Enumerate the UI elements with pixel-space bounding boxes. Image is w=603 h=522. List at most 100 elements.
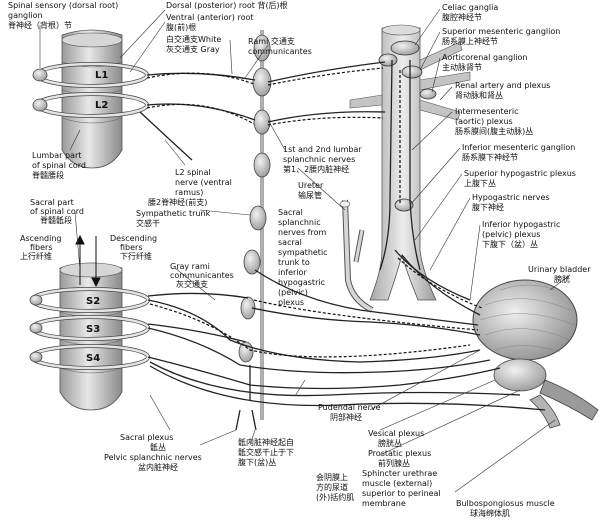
lumbar-spinal-cord xyxy=(61,29,123,169)
label-intermesenteric-zh: 肠系膜间(腹主动脉)丛 xyxy=(455,126,533,136)
label-celiac: Celiac ganglia xyxy=(442,3,498,12)
label-sup-mes: Superior mesenteric ganglion xyxy=(442,27,560,36)
label-sphincter-zh-1: 方的尿道 xyxy=(316,482,348,492)
label-aorticorenal-zh: 主动脉肾节 xyxy=(442,62,482,72)
label-splanchnic-12-zh: 第1、2腰内脏神经 xyxy=(283,164,349,174)
label-sacral-splanchnic-5: trunk to xyxy=(278,258,310,267)
label-sphincter-4: membrane xyxy=(362,499,406,508)
label-spinal-sensory: Spinal sensory (dorsal root) xyxy=(8,1,118,10)
label-ascending-2: fibers xyxy=(30,243,53,252)
label-sacral-splanchnic-1: splanchnic xyxy=(278,218,321,227)
ureter xyxy=(339,199,374,313)
sacral-spinal-cord xyxy=(59,262,123,411)
label-pelvic-splanchnic: Pelvic splanchnic nerves xyxy=(104,453,202,462)
label-s4: S4 xyxy=(86,353,100,364)
label-inf-mes-zh: 肠系膜下神经节 xyxy=(462,152,518,162)
label-bladder-zh: 膀胱 xyxy=(554,274,570,284)
label-sphincter-zh-2: (外)括约肌 xyxy=(316,492,354,502)
label-inf-mes: Inferior mesenteric ganglion xyxy=(462,143,575,152)
label-s2: S2 xyxy=(86,296,100,307)
label-inf-hypo: Inferior hypogastric xyxy=(482,220,560,229)
label-sacral-note-0: 骶内脏神经起自 xyxy=(238,437,294,447)
label-pudendal-zh: 阴部神经 xyxy=(330,412,362,422)
label-sacral-plexus: Sacral plexus xyxy=(120,433,173,442)
label-sacral-part-2: of spinal cord xyxy=(30,207,84,216)
label-bladder: Urinary bladder xyxy=(528,265,591,274)
label-inf-hypo-2: (pelvic) plexus xyxy=(482,230,540,239)
label-l2-spinal-3: ramus) xyxy=(175,188,203,197)
label-pelvic-splanchnic-zh: 盆内脏神经 xyxy=(138,462,178,472)
text-labels: Spinal sensory (dorsal root) ganglion 脊神… xyxy=(8,0,591,518)
label-ganglion: ganglion xyxy=(8,11,43,20)
label-splanchnic-12: 1st and 2nd lumbar xyxy=(283,145,362,154)
label-ventral-root-zh: 腹(前)根 xyxy=(166,22,196,32)
label-sacral-note-2: 腹下(盆)丛 xyxy=(238,457,276,467)
label-sacral-splanchnic-3: sacral xyxy=(278,238,302,247)
label-sphincter: Sphincter urethrae xyxy=(362,469,437,478)
label-sacral-note-1: 骶交感干止于下 xyxy=(238,447,294,457)
label-inf-hypo-zh: 下腹下（盆）丛 xyxy=(482,239,538,249)
label-s3: S3 xyxy=(86,324,100,335)
label-sup-mes-zh: 肠系膜上神经节 xyxy=(442,36,498,46)
leader-lines xyxy=(39,8,571,493)
urinary-bladder xyxy=(472,279,599,429)
label-bulbo: Bulbospongiosus muscle xyxy=(456,499,555,508)
label-ureter-zh: 输尿管 xyxy=(298,190,322,200)
label-ascending: Ascending xyxy=(20,234,61,243)
nerve-pathways xyxy=(139,59,546,431)
label-aorticorenal: Aorticorenal ganglion xyxy=(442,53,527,62)
label-sacral-part-zh: 脊髓骶段 xyxy=(40,215,72,225)
label-prostatic: Prostatic plexus xyxy=(368,449,431,458)
label-sacral-splanchnic-0: Sacral xyxy=(278,208,303,217)
label-l1: L1 xyxy=(95,70,108,81)
label-sacral-splanchnic-7: hypogastric xyxy=(278,278,325,287)
label-sacral-plexus-zh: 骶丛 xyxy=(150,442,166,452)
label-intermesenteric-2: (aortic) plexus xyxy=(455,117,513,126)
label-communicantes: communicantes xyxy=(248,47,312,56)
label-pudendal: Pudendal nerve xyxy=(318,403,381,412)
label-descending-zh: 下行纤维 xyxy=(120,251,152,261)
label-vesical-zh: 膀胱丛 xyxy=(378,438,402,448)
label-celiac-zh: 腹腔神经节 xyxy=(442,12,482,22)
label-gray-rami-zh: 灰交通支 xyxy=(176,279,208,289)
fiber-arrows xyxy=(75,234,101,288)
label-bulbo-zh: 球海绵体肌 xyxy=(470,508,510,518)
label-sympathetic-trunk: Sympathetic trunk xyxy=(136,209,211,218)
label-sacral-splanchnic-6: inferior xyxy=(278,268,307,277)
label-splanchnic-12b: splanchnic nerves xyxy=(283,155,355,164)
label-hypo-nerves-zh: 腹下神经 xyxy=(472,202,504,212)
label-spinal-sensory-zh: 脊神经（背根）节 xyxy=(8,20,72,30)
label-sup-hypo-zh: 上腹下丛 xyxy=(464,178,496,188)
label-prostatic-zh: 前列腺丛 xyxy=(378,458,410,468)
label-rami: Rami 交通支 xyxy=(248,36,295,46)
label-sacral-splanchnic-9: plexus xyxy=(278,298,304,307)
label-sphincter-3: superior to perineal xyxy=(362,489,441,498)
label-descending: Descending xyxy=(110,234,157,243)
label-sphincter-2: muscle (external) xyxy=(362,479,432,488)
label-ascending-zh: 上行纤维 xyxy=(20,251,52,261)
label-lumbar-part-zh: 脊髓腰段 xyxy=(32,170,64,180)
label-gray-rami: Gray rami xyxy=(170,262,210,271)
label-ureter: Ureter xyxy=(298,181,324,190)
label-lumbar-part: Lumbar part xyxy=(32,151,81,160)
sympathetic-trunk xyxy=(238,30,272,420)
label-renal: Renal artery and plexus xyxy=(455,81,550,90)
label-l2-spinal-zh: 腰2脊神经(前支) xyxy=(148,197,207,207)
aorta xyxy=(349,24,471,301)
label-l2: L2 xyxy=(95,100,108,111)
label-sacral-splanchnic-4: sympathetic xyxy=(278,248,328,257)
label-sympathetic-trunk-zh: 交感干 xyxy=(136,218,160,228)
abdominal-ganglia xyxy=(378,40,437,212)
label-gray-rami-top: 灰交通支 Gray xyxy=(166,44,220,54)
label-vesical: Vesical plexus xyxy=(368,429,424,438)
label-intermesenteric: Intermesenteric xyxy=(455,107,518,116)
label-descending-2: fibers xyxy=(120,243,143,252)
label-gray-rami-2: communicantes xyxy=(170,271,234,280)
label-hypo-nerves: Hypogastric nerves xyxy=(472,193,550,202)
label-l2-spinal: L2 spinal xyxy=(175,168,211,177)
label-sacral-splanchnic-8: (pelvic) xyxy=(278,288,308,297)
label-sphincter-zh-0: 会阴膜上 xyxy=(316,472,348,482)
label-sacral-splanchnic-2: nerves from xyxy=(278,228,326,237)
label-white-rami: 白交通支White xyxy=(166,34,221,44)
